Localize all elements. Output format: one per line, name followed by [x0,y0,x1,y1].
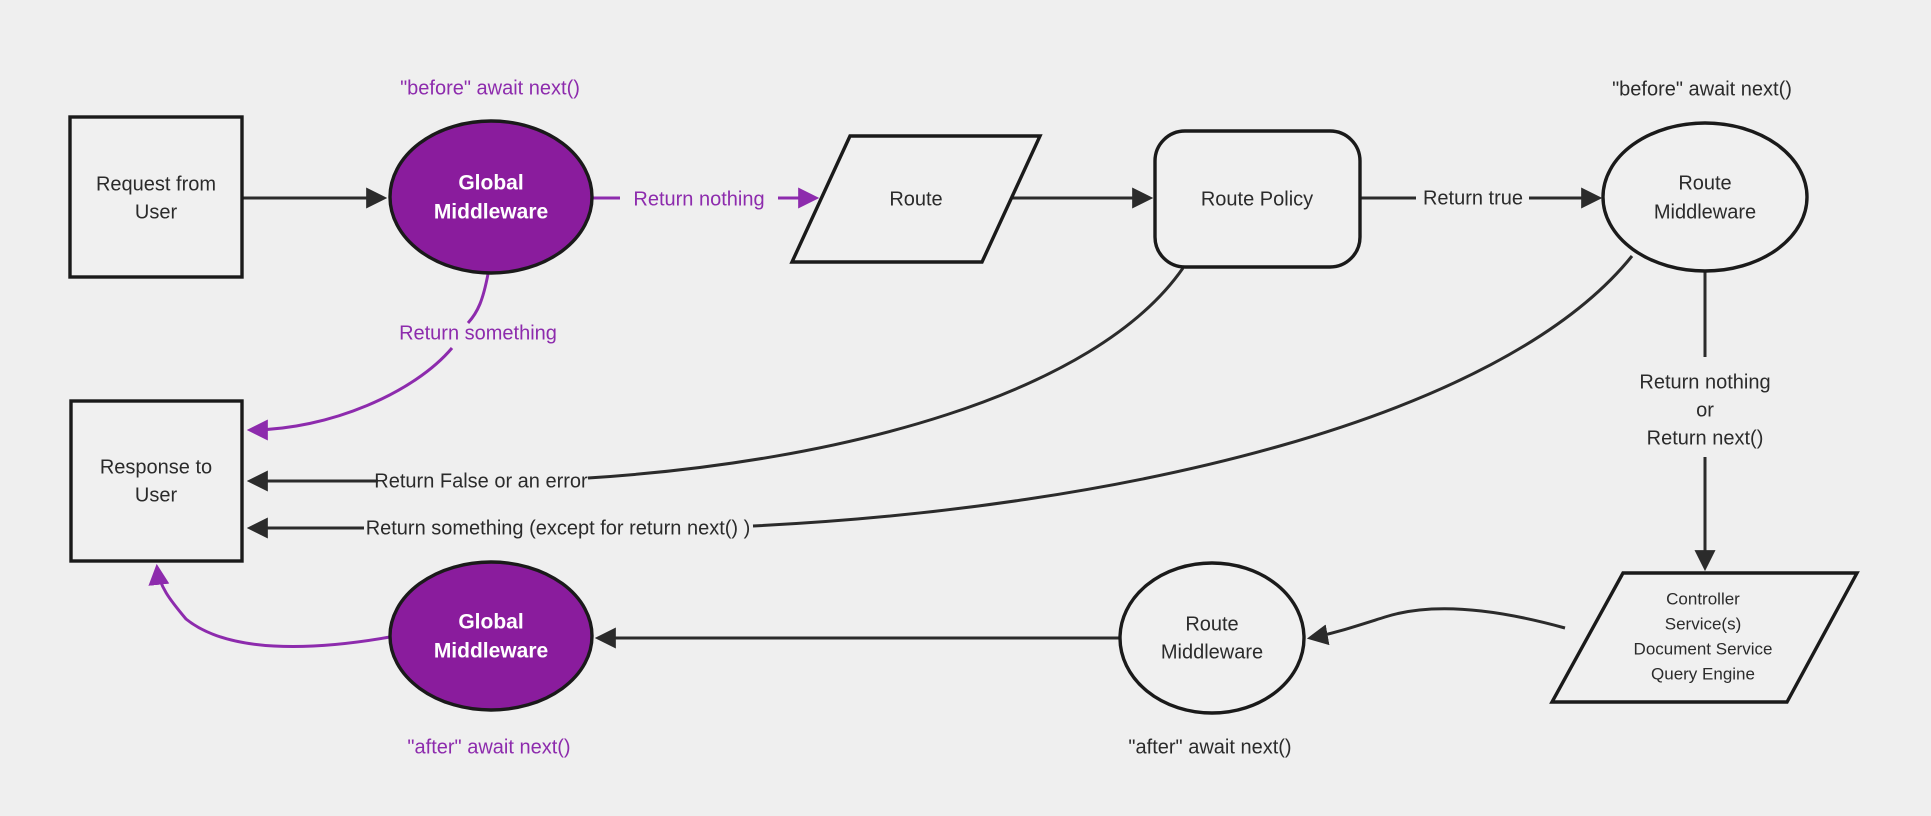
node-global-middleware-bottom-line1: Global [458,611,523,634]
node-request-label-line2: User [135,201,178,223]
node-request-label-line1: Request from [96,173,216,195]
edge-route-middleware-to-response-curve [752,255,1634,528]
edge-policy-to-response-curve [587,267,1185,480]
node-route-policy-label: Route Policy [1201,188,1313,210]
node-global-middleware-bottom [388,560,594,712]
node-route-policy [1153,129,1362,269]
label-after-await-left: "after" await next() [407,736,570,758]
edge-global-top-to-response-seg1 [466,273,490,325]
node-controller-line2: Service(s) [1665,614,1742,633]
label-before-await-top: "before" await next() [400,77,580,99]
node-route-middleware-bottom [1118,561,1306,715]
node-response-to-user [69,399,244,563]
label-return-nothing-or-line3: Return next() [1647,427,1764,449]
node-controller-line4: Query Engine [1651,664,1755,683]
label-return-nothing-or-line1: Return nothing [1639,371,1770,393]
label-return-something: Return something [399,322,557,344]
node-route-middleware-top [1601,121,1809,273]
node-route-middleware-top-line1: Route [1678,172,1731,194]
node-global-middleware-top [388,119,594,275]
label-return-something-except: Return something (except for return next… [366,517,751,539]
label-return-nothing-or-line2: or [1696,399,1714,421]
edge-labels: "before" await next() "before" await nex… [366,77,1792,758]
node-controller-services [1549,571,1860,704]
node-route [789,134,1043,264]
label-before-await-right: "before" await next() [1612,78,1792,100]
node-global-middleware-top-line2: Middleware [434,201,548,224]
edge-controller-to-route-middleware-bottom [1306,607,1566,646]
node-global-middleware-bottom-line2: Middleware [434,640,548,663]
label-return-true: Return true [1423,187,1523,209]
node-response-label-line2: User [135,484,178,506]
edge-global-middleware-bottom-to-response [148,563,391,649]
node-route-middleware-top-line2: Middleware [1654,201,1756,223]
node-response-label-line1: Response to [100,456,212,478]
node-controller-line3: Document Service [1634,639,1773,658]
label-return-false-or-error: Return False or an error [374,470,588,492]
node-route-middleware-bottom-line2: Middleware [1161,641,1263,663]
edges [148,187,1716,649]
label-after-await-right: "after" await next() [1128,736,1291,758]
node-route-label: Route [889,188,942,210]
node-controller-line1: Controller [1666,589,1740,608]
label-return-nothing: Return nothing [633,188,764,210]
node-route-middleware-bottom-line1: Route [1185,613,1238,635]
edge-global-top-to-response-seg2 [246,347,454,441]
nodes: Request from User Global Middleware Rout… [68,115,1860,715]
node-request-from-user [68,115,244,279]
node-global-middleware-top-line1: Global [458,172,523,195]
